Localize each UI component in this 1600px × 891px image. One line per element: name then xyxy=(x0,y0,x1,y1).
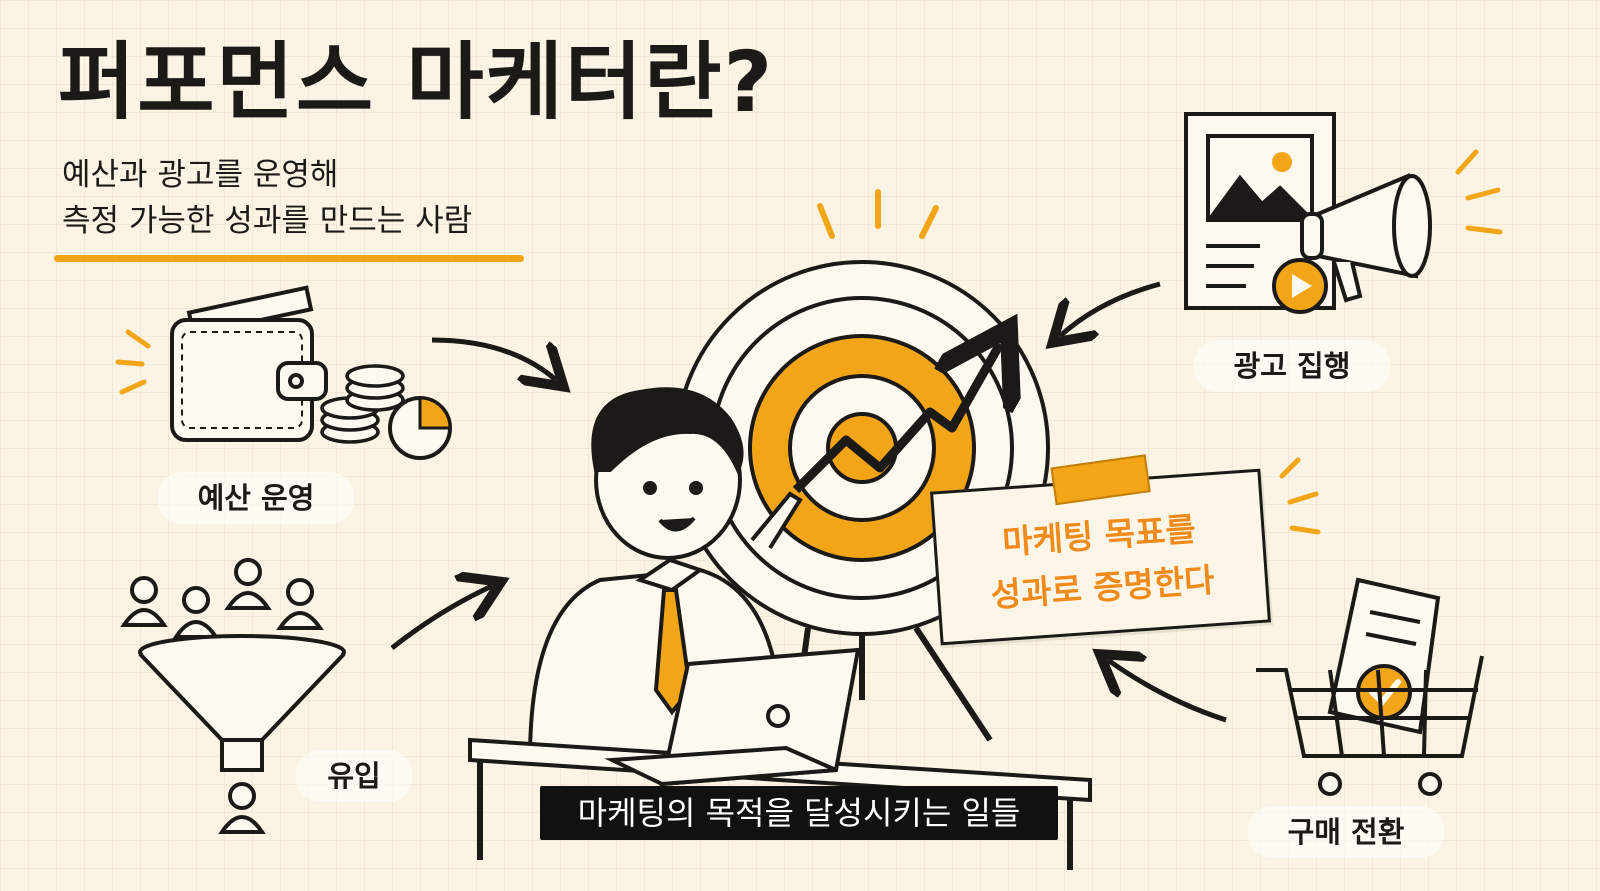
funnel-icon xyxy=(138,634,346,834)
shopping-cart-icon xyxy=(1256,655,1484,796)
subtitle-underline xyxy=(54,255,524,262)
play-icon xyxy=(1272,258,1328,314)
pie-chart-icon xyxy=(388,396,452,460)
label-inflow: 유입 xyxy=(296,750,412,802)
trend-arrow-icon xyxy=(792,344,1000,494)
subtitle-caption: 마케팅의 목적을 달성시키는 일들 xyxy=(540,786,1058,840)
laptop-icon xyxy=(468,647,1092,870)
label-purchase: 구매 전환 xyxy=(1248,806,1444,858)
people-icon xyxy=(120,558,324,639)
subtitle-line-2: 측정 가능한 성과를 만드는 사람 xyxy=(62,203,473,239)
label-ads: 광고 집행 xyxy=(1194,340,1390,392)
coins-icon xyxy=(320,364,405,444)
subtitle-line-1: 예산과 광고를 운영해 xyxy=(62,157,339,193)
page-title: 퍼포먼스 마케터란? xyxy=(58,33,775,131)
label-budget: 예산 운영 xyxy=(158,472,354,524)
goal-note: 마케팅 목표를 성과로 증명한다 xyxy=(930,454,1271,646)
megaphone-icon xyxy=(1300,173,1432,303)
wallet-icon xyxy=(170,285,328,442)
